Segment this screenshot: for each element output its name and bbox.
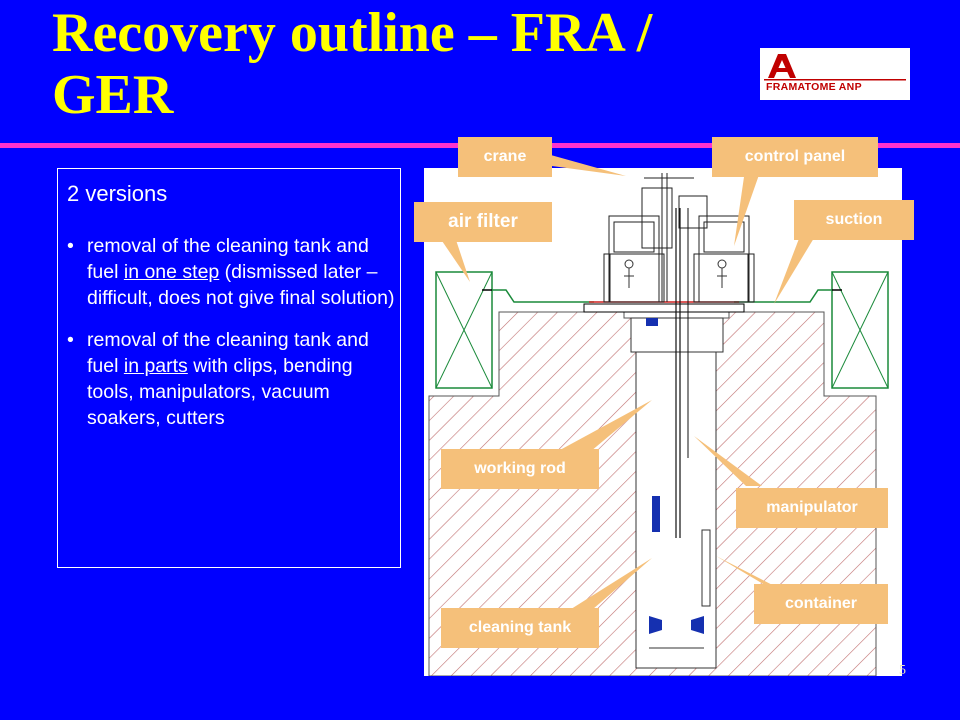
- callout-working-rod: working rod: [441, 449, 599, 489]
- crane-structure-icon: [603, 173, 755, 303]
- operator-figures-icon: [624, 259, 727, 288]
- logo-text: FRAMATOME ANP: [766, 81, 862, 93]
- callout-air-filter: air filter: [414, 202, 552, 242]
- underlined-in-parts: in parts: [123, 355, 188, 377]
- air-filter-right-icon: [831, 271, 889, 389]
- callout-cleaning-tank: cleaning tank: [441, 608, 599, 648]
- callout-manipulator: manipulator: [736, 488, 888, 528]
- bullet-in-parts: removal of the cleaning tank and fuel in…: [67, 327, 397, 431]
- callout-container: container: [754, 584, 888, 624]
- underlined-one-step: in one step: [123, 261, 220, 283]
- bullet-list: removal of the cleaning tank and fuel in…: [67, 233, 397, 447]
- slide-title: Recovery outline – FRA / GER: [52, 2, 653, 126]
- air-filter-left-icon: [435, 271, 493, 389]
- callout-control-panel: control panel: [712, 137, 878, 177]
- panel-heading: 2 versions: [67, 181, 168, 206]
- callout-suction: suction: [794, 200, 914, 240]
- cleaning-tank-icon: [649, 616, 704, 634]
- callout-crane: crane: [458, 137, 552, 177]
- versions-panel: 2 versions removal of the cleaning tank …: [57, 168, 401, 568]
- logo-mark-icon: [764, 54, 906, 81]
- page-number: 5: [899, 663, 906, 678]
- framatome-logo: FRAMATOME ANP: [760, 48, 910, 100]
- bullet-one-step: removal of the cleaning tank and fuel in…: [67, 233, 397, 311]
